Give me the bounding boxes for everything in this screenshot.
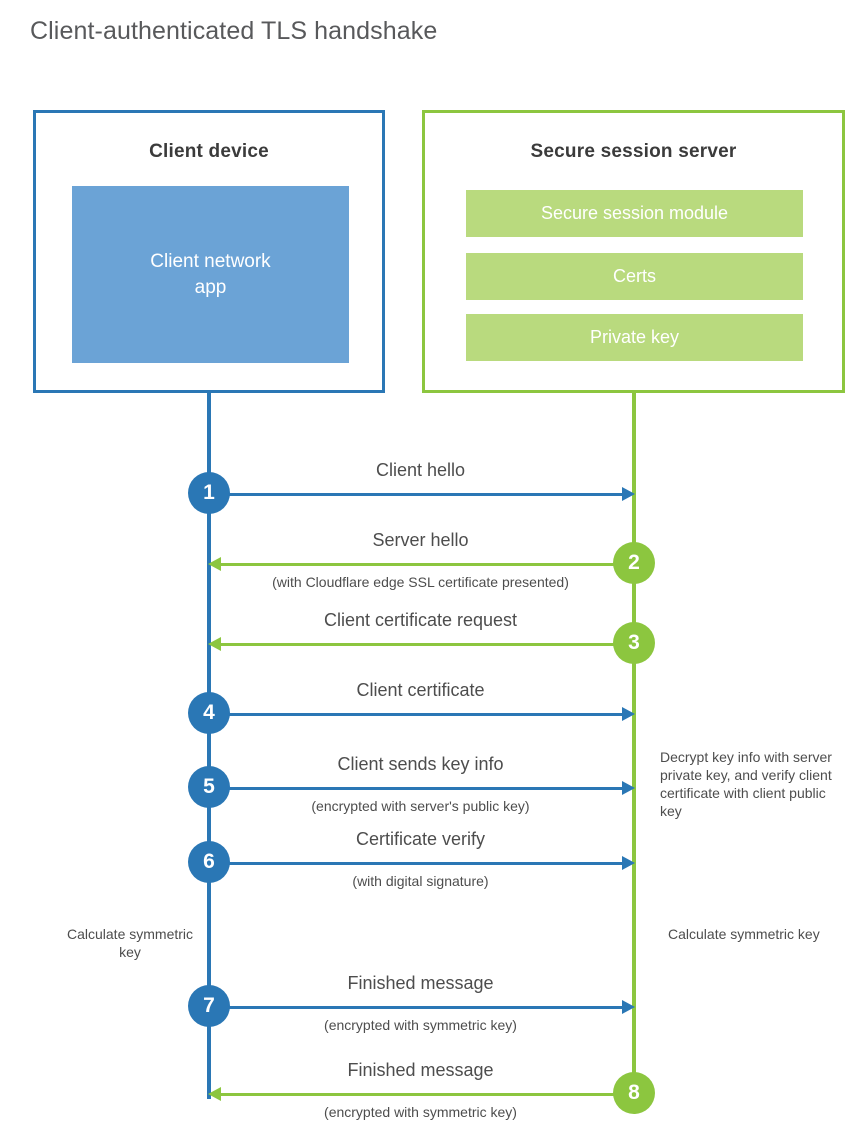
arrow-shaft-1 bbox=[209, 493, 624, 496]
client-app-label-line1: Client network bbox=[150, 250, 271, 272]
client-device-title: Client device bbox=[149, 141, 269, 162]
message-label-1: Client hello bbox=[375, 460, 466, 480]
message-sublabel-7: (encrypted with symmetric key) bbox=[324, 1017, 517, 1033]
page-title: Client-authenticated TLS handshake bbox=[30, 17, 438, 45]
arrow-head-left-8 bbox=[208, 1087, 221, 1101]
arrow-shaft-4 bbox=[209, 713, 624, 716]
step-circle-8[interactable]: 8 bbox=[613, 1072, 655, 1114]
message-sublabel-2: (with Cloudflare edge SSL certificate pr… bbox=[272, 574, 569, 590]
message-label-3: Client certificate request bbox=[323, 610, 518, 630]
message-label-2: Server hello bbox=[372, 530, 469, 550]
arrow-shaft-7 bbox=[209, 1006, 624, 1009]
arrow-head-right-5 bbox=[622, 781, 635, 795]
arrow-shaft-8 bbox=[219, 1093, 634, 1096]
arrow-shaft-5 bbox=[209, 787, 624, 790]
step-circle-1[interactable]: 1 bbox=[188, 472, 230, 514]
message-label-5: Client sends key info bbox=[337, 754, 504, 774]
step-circle-5[interactable]: 5 bbox=[188, 766, 230, 808]
server-bar-secure-session-module: Secure session module bbox=[466, 190, 803, 237]
message-sublabel-6: (with digital signature) bbox=[352, 873, 489, 889]
arrow-head-left-2 bbox=[208, 557, 221, 571]
note-decrypt-key-info: Decrypt key info with server private key… bbox=[660, 749, 832, 819]
server-lifeline bbox=[632, 393, 636, 1092]
step-circle-7[interactable]: 7 bbox=[188, 985, 230, 1027]
arrow-head-left-3 bbox=[208, 637, 221, 651]
server-bar-private-key: Private key bbox=[466, 314, 803, 361]
message-label-7: Finished message bbox=[347, 973, 494, 993]
message-label-8: Finished message bbox=[347, 1060, 494, 1080]
client-app-label-line2: app bbox=[194, 276, 227, 298]
arrow-shaft-3 bbox=[219, 643, 634, 646]
message-label-6: Certificate verify bbox=[355, 829, 486, 849]
client-network-app-block: Client network app bbox=[72, 186, 349, 363]
arrow-shaft-6 bbox=[209, 862, 624, 865]
secure-session-server-title: Secure session server bbox=[530, 141, 737, 162]
step-circle-3[interactable]: 3 bbox=[613, 622, 655, 664]
arrow-head-right-7 bbox=[622, 1000, 635, 1014]
message-sublabel-5: (encrypted with server's public key) bbox=[311, 798, 530, 814]
client-device-box: Client device Client network app bbox=[33, 110, 385, 393]
arrow-shaft-2 bbox=[219, 563, 634, 566]
client-lifeline bbox=[207, 393, 211, 1099]
step-circle-2[interactable]: 2 bbox=[613, 542, 655, 584]
message-sublabel-8: (encrypted with symmetric key) bbox=[324, 1104, 517, 1120]
arrow-head-right-1 bbox=[622, 487, 635, 501]
arrow-head-right-4 bbox=[622, 707, 635, 721]
server-bar-certs: Certs bbox=[466, 253, 803, 300]
message-label-4: Client certificate bbox=[356, 680, 485, 700]
arrow-head-right-6 bbox=[622, 856, 635, 870]
note-calculate-symmetric-key-server: Calculate symmetric key bbox=[668, 926, 820, 942]
step-circle-6[interactable]: 6 bbox=[188, 841, 230, 883]
note-calculate-symmetric-key-client: Calculate symmetric key bbox=[66, 926, 194, 960]
secure-session-server-box: Secure session server Secure session mod… bbox=[422, 110, 845, 393]
step-circle-4[interactable]: 4 bbox=[188, 692, 230, 734]
